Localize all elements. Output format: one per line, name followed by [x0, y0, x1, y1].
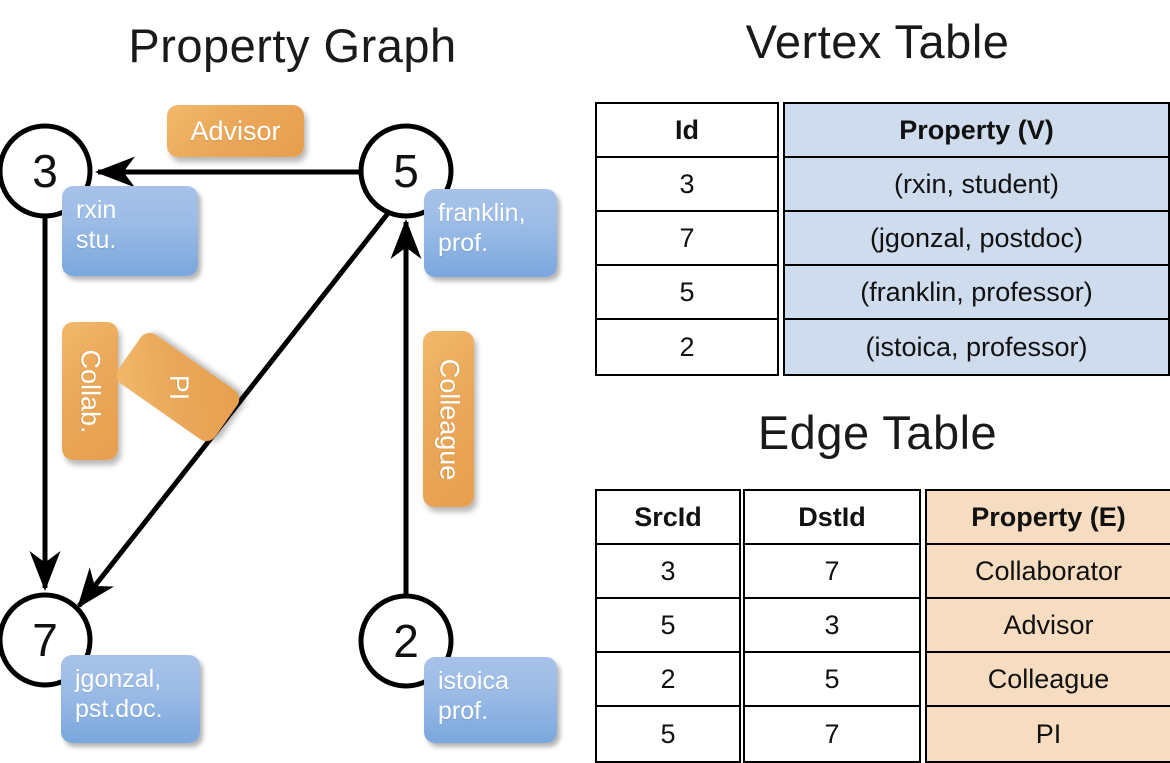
- table-cell: 5: [597, 266, 777, 320]
- vertex-property-line2-7: pst.doc.: [75, 694, 163, 723]
- table-cell: 5: [745, 653, 919, 707]
- edge-label-box-colleague: Colleague: [423, 331, 474, 507]
- vertex-property-box-2: istoica prof.: [424, 657, 557, 743]
- vertex-property-line1-5: franklin,: [438, 199, 526, 227]
- table-cell: 3: [745, 599, 919, 653]
- property-graph-panel: Property Graph 3 5 7 2 rxin stu. frankli…: [0, 0, 585, 760]
- vertex-property-line1-7: jgonzal,: [75, 665, 162, 693]
- table-cell: (istoica, professor): [785, 320, 1168, 374]
- edge-label-box-advisor: Advisor: [167, 105, 304, 157]
- table-cell: (rxin, student): [785, 158, 1168, 212]
- edge-label-text-colleague: Colleague: [434, 358, 464, 480]
- edge-table-header-srcid: SrcId: [597, 491, 739, 545]
- page-title-edge-table: Edge Table: [757, 406, 998, 459]
- edge-table-col-property: Property (E) Collaborator Advisor Collea…: [925, 489, 1170, 763]
- vertex-property-line1-2: istoica: [438, 667, 509, 695]
- edge-label-text-collab: Collab.: [75, 348, 106, 434]
- vertex-table: Id 3 7 5 2 Property (V) (rxin, student) …: [595, 102, 1170, 376]
- page-title-vertex-table: Vertex Table: [745, 15, 1010, 68]
- table-cell: (jgonzal, postdoc): [785, 212, 1168, 266]
- page-title-property-graph: Property Graph: [128, 19, 457, 72]
- table-cell: 3: [597, 545, 739, 599]
- edge-table-header-dstid: DstId: [745, 491, 919, 545]
- table-cell: 2: [597, 653, 739, 707]
- vertex-property-line2-5: prof.: [438, 228, 489, 257]
- table-cell: Collaborator: [927, 545, 1170, 599]
- vertex-property-line2-2: prof.: [438, 696, 489, 725]
- vertex-property-line2-3: stu.: [76, 225, 117, 254]
- vertex-table-header-property: Property (V): [785, 104, 1168, 158]
- edge-table-header-property: Property (E): [927, 491, 1170, 545]
- edge-label-text-advisor: Advisor: [190, 115, 281, 146]
- vertex-table-col-id: Id 3 7 5 2: [595, 102, 779, 376]
- table-cell: Advisor: [927, 599, 1170, 653]
- edge-table: SrcId 3 5 2 5 DstId 7 3 5 7 Property (E)…: [595, 489, 1170, 763]
- table-cell: PI: [927, 707, 1170, 761]
- table-cell: Colleague: [927, 653, 1170, 707]
- vertex-table-col-property: Property (V) (rxin, student) (jgonzal, p…: [783, 102, 1170, 376]
- edge-table-col-dstid: DstId 7 3 5 7: [743, 489, 921, 763]
- edge-label-box-collab: Collab.: [62, 322, 118, 460]
- vertex-property-box-7: jgonzal, pst.doc.: [61, 655, 200, 743]
- table-cell: 7: [597, 212, 777, 266]
- table-cell: (franklin, professor): [785, 266, 1168, 320]
- edge-label-text-pi: PI: [163, 374, 194, 400]
- vertex-property-line1-3: rxin: [76, 196, 117, 224]
- vertex-table-header-id: Id: [597, 104, 777, 158]
- vertex-property-box-5: franklin, prof.: [424, 189, 557, 277]
- table-cell: 5: [597, 599, 739, 653]
- table-cell: 2: [597, 320, 777, 374]
- edge-table-col-srcid: SrcId 3 5 2 5: [595, 489, 741, 763]
- table-cell: 5: [597, 707, 739, 761]
- table-cell: 7: [745, 707, 919, 761]
- vertex-property-box-3: rxin stu.: [62, 186, 198, 276]
- table-cell: 7: [745, 545, 919, 599]
- table-cell: 3: [597, 158, 777, 212]
